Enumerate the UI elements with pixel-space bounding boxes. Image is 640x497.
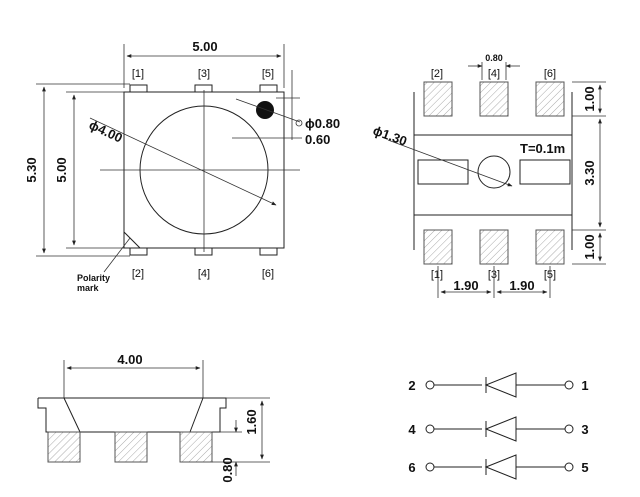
pad-height-bottom-dim: 1.00 — [582, 234, 597, 259]
top-width-dim: 5.00 — [192, 39, 217, 54]
solder-pad — [535, 229, 565, 265]
side-lead — [179, 431, 213, 463]
top-view: 5.00 5.30 5.00 [1] [3] [5] [2] [4] [6] — [24, 39, 340, 293]
diode-icon — [484, 372, 517, 398]
bottom-pin-label: [4] — [198, 268, 210, 280]
top-height-body-dim: 5.00 — [54, 157, 69, 182]
side-lens-width-dim: 4.00 — [117, 352, 142, 367]
pad-layout: 0.80 [2] [4] [6] ϕ1.30 T=0.1m — [371, 53, 606, 298]
dot-offset-dim: 0.60 — [305, 132, 330, 147]
pin-number: 1 — [581, 378, 588, 393]
pad-middle-dim: 3.30 — [582, 160, 597, 185]
pin-number: 2 — [408, 378, 415, 393]
bottom-lead — [129, 247, 148, 256]
stencil-thickness: T=0.1m — [520, 141, 565, 156]
solder-pad — [423, 81, 453, 117]
bottom-lead — [194, 247, 213, 256]
solder-pad — [535, 81, 565, 117]
top-height-outer-dim: 5.30 — [24, 157, 39, 182]
side-view: 4.00 1.60 0.80 — [37, 352, 270, 483]
side-lead — [114, 431, 148, 463]
solder-pad — [479, 229, 509, 265]
pad-pin-label: [4] — [488, 68, 500, 80]
side-height-dim: 1.60 — [244, 409, 259, 434]
polarity-label: Polarity — [77, 273, 110, 283]
top-lead — [259, 84, 278, 93]
pin-number: 6 — [408, 460, 415, 475]
pad-height-top-dim: 1.00 — [582, 86, 597, 111]
lens-diameter-dim: ϕ4.00 — [87, 117, 125, 145]
solder-pad — [479, 81, 509, 117]
bottom-pin-label: [6] — [262, 268, 274, 280]
dot-diameter-dim: ϕ0.80 — [305, 116, 340, 131]
pin-number: 5 — [581, 460, 588, 475]
center-slot — [519, 159, 571, 185]
top-pin-label: [1] — [132, 68, 144, 80]
bottom-pin-label: [2] — [132, 268, 144, 280]
led-channel: 6 5 — [408, 454, 589, 480]
pin-number: 3 — [581, 422, 588, 437]
solder-pad — [423, 229, 453, 265]
pad-pin-label: [1] — [431, 269, 443, 281]
pin-number: 4 — [408, 422, 416, 437]
led-channel: 2 1 — [408, 372, 589, 398]
polarity-label: mark — [77, 283, 100, 293]
led-channel: 4 3 — [408, 416, 589, 442]
hole-diameter-dim: ϕ1.30 — [371, 123, 409, 149]
pad-pin-label: [2] — [431, 68, 443, 80]
side-lead — [47, 431, 81, 463]
pitch-right-dim: 1.90 — [509, 278, 534, 293]
top-lead — [194, 84, 213, 93]
center-hole — [477, 155, 511, 189]
schematic: 2 1 4 3 6 5 — [408, 372, 589, 480]
pitch-left-dim: 1.90 — [453, 278, 478, 293]
diode-icon — [484, 416, 517, 442]
top-pin-label: [3] — [198, 68, 210, 80]
pad-pin-label: [6] — [544, 68, 556, 80]
side-lead-dim: 0.80 — [220, 457, 235, 482]
polarity-dot — [256, 101, 274, 119]
top-lead — [129, 84, 148, 93]
bottom-lead — [259, 247, 278, 256]
diode-icon — [484, 454, 517, 480]
top-pin-label: [5] — [262, 68, 274, 80]
pad-gap-dim: 0.80 — [485, 53, 503, 63]
center-slot — [417, 159, 469, 185]
